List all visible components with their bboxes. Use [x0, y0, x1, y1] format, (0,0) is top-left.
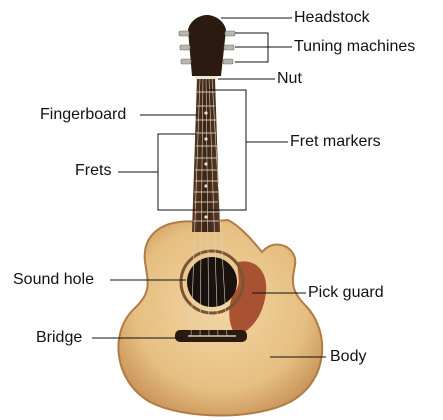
frets [193, 91, 219, 222]
label-body: Body [330, 348, 367, 365]
label-tuning-machines: Tuning machines [294, 38, 416, 55]
label-frets: Frets [75, 162, 112, 179]
label-fingerboard: Fingerboard [40, 106, 127, 123]
sound-hole-rosette [179, 249, 245, 315]
label-fret-markers: Fret markers [290, 133, 381, 150]
tuning-machines [178, 30, 236, 65]
nut [195, 75, 217, 79]
leader-lines [92, 17, 326, 358]
headstock [188, 15, 226, 76]
label-nut: Nut [277, 70, 302, 87]
sound-hole [187, 257, 237, 307]
guitar-body [117, 218, 324, 417]
strings [190, 77, 228, 337]
label-headstock: Headstock [294, 9, 370, 26]
label-sound-hole: Sound hole [13, 271, 94, 288]
pick-guard [229, 261, 267, 336]
label-pick-guard: Pick guard [308, 284, 384, 301]
label-bridge: Bridge [36, 329, 83, 346]
